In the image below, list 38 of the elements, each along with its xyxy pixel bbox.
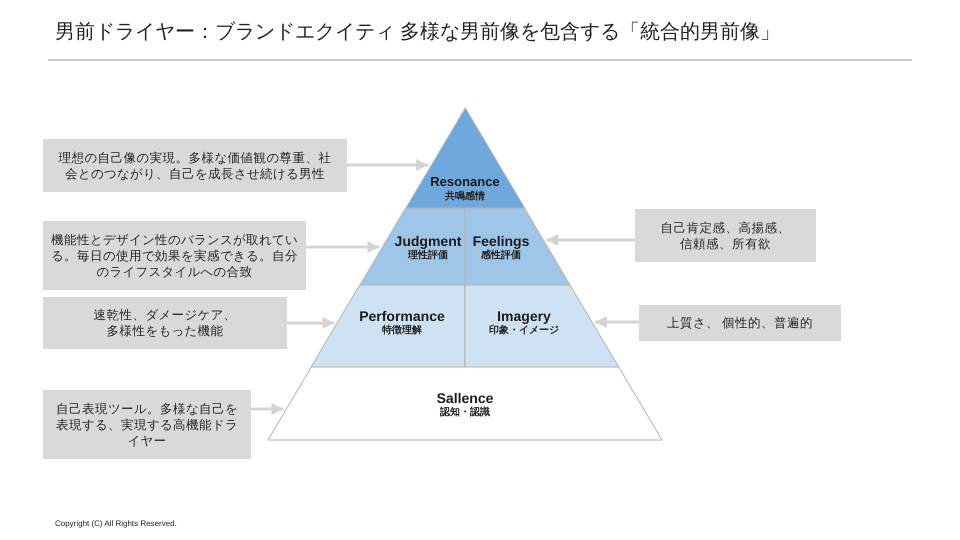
pyramid-layer [406,108,524,208]
pyramid-layer [465,208,570,285]
layer-title: Feelings [472,233,530,249]
description-card [43,390,251,459]
description-text: 理想の自己像の実現。多様な価値観の尊重、社会とのつながり、自己を成長させ続ける男性 [58,150,332,182]
layer-title: Sallence [436,390,494,406]
arrow [306,241,380,253]
pyramid-layer [311,285,465,367]
layer-subtitle: 共鳴感情 [444,190,485,203]
description-text: 機能性とデザイン性のバランスが取れている。毎日の使用で効果を実感できる。自分のライフスタイルへの合致 [51,232,298,280]
layer-subtitle: 特徴理解 [382,324,422,337]
description-card [635,209,816,262]
copyright-text: Copyright (C) All Rights Reserved. [55,519,177,529]
arrow [347,159,428,171]
slide-title: 男前ドライヤー：ブランドエクイティ 多様な男前像を包含する「統合的男前像」 [55,20,780,45]
pyramid-layer [268,367,662,440]
pyramid-layer [360,208,465,285]
layer-subtitle: 感性評価 [481,249,521,262]
layer-subtitle: 認知・認識 [440,406,490,419]
description-text: 自己肯定感、高揚感、信頼感、所有欲 [660,220,791,252]
description-card [43,139,347,192]
layer-title: Judgment [394,233,462,249]
layer-title: Imagery [497,308,551,324]
arrow [287,317,334,329]
layer-title: Performance [359,308,445,324]
description-card [43,297,287,349]
description-card [639,305,841,341]
layer-title: Resonance [430,174,500,190]
arrow [594,316,639,328]
layer-subtitle: 印象・イメージ [489,324,559,337]
layer-subtitle: 理性評価 [408,249,448,262]
description-text: 速乾性、ダメージケア、多様性をもった機能 [93,307,237,339]
description-text: 上質さ、 個性的、普遍的 [666,315,814,331]
description-text: 自己表現ツール。多様な自己を表現する、実現する高機能ドライヤー [55,400,239,448]
pyramid-layer [465,285,619,367]
description-card [43,221,306,290]
arrow [251,403,284,415]
arrow [546,234,635,246]
